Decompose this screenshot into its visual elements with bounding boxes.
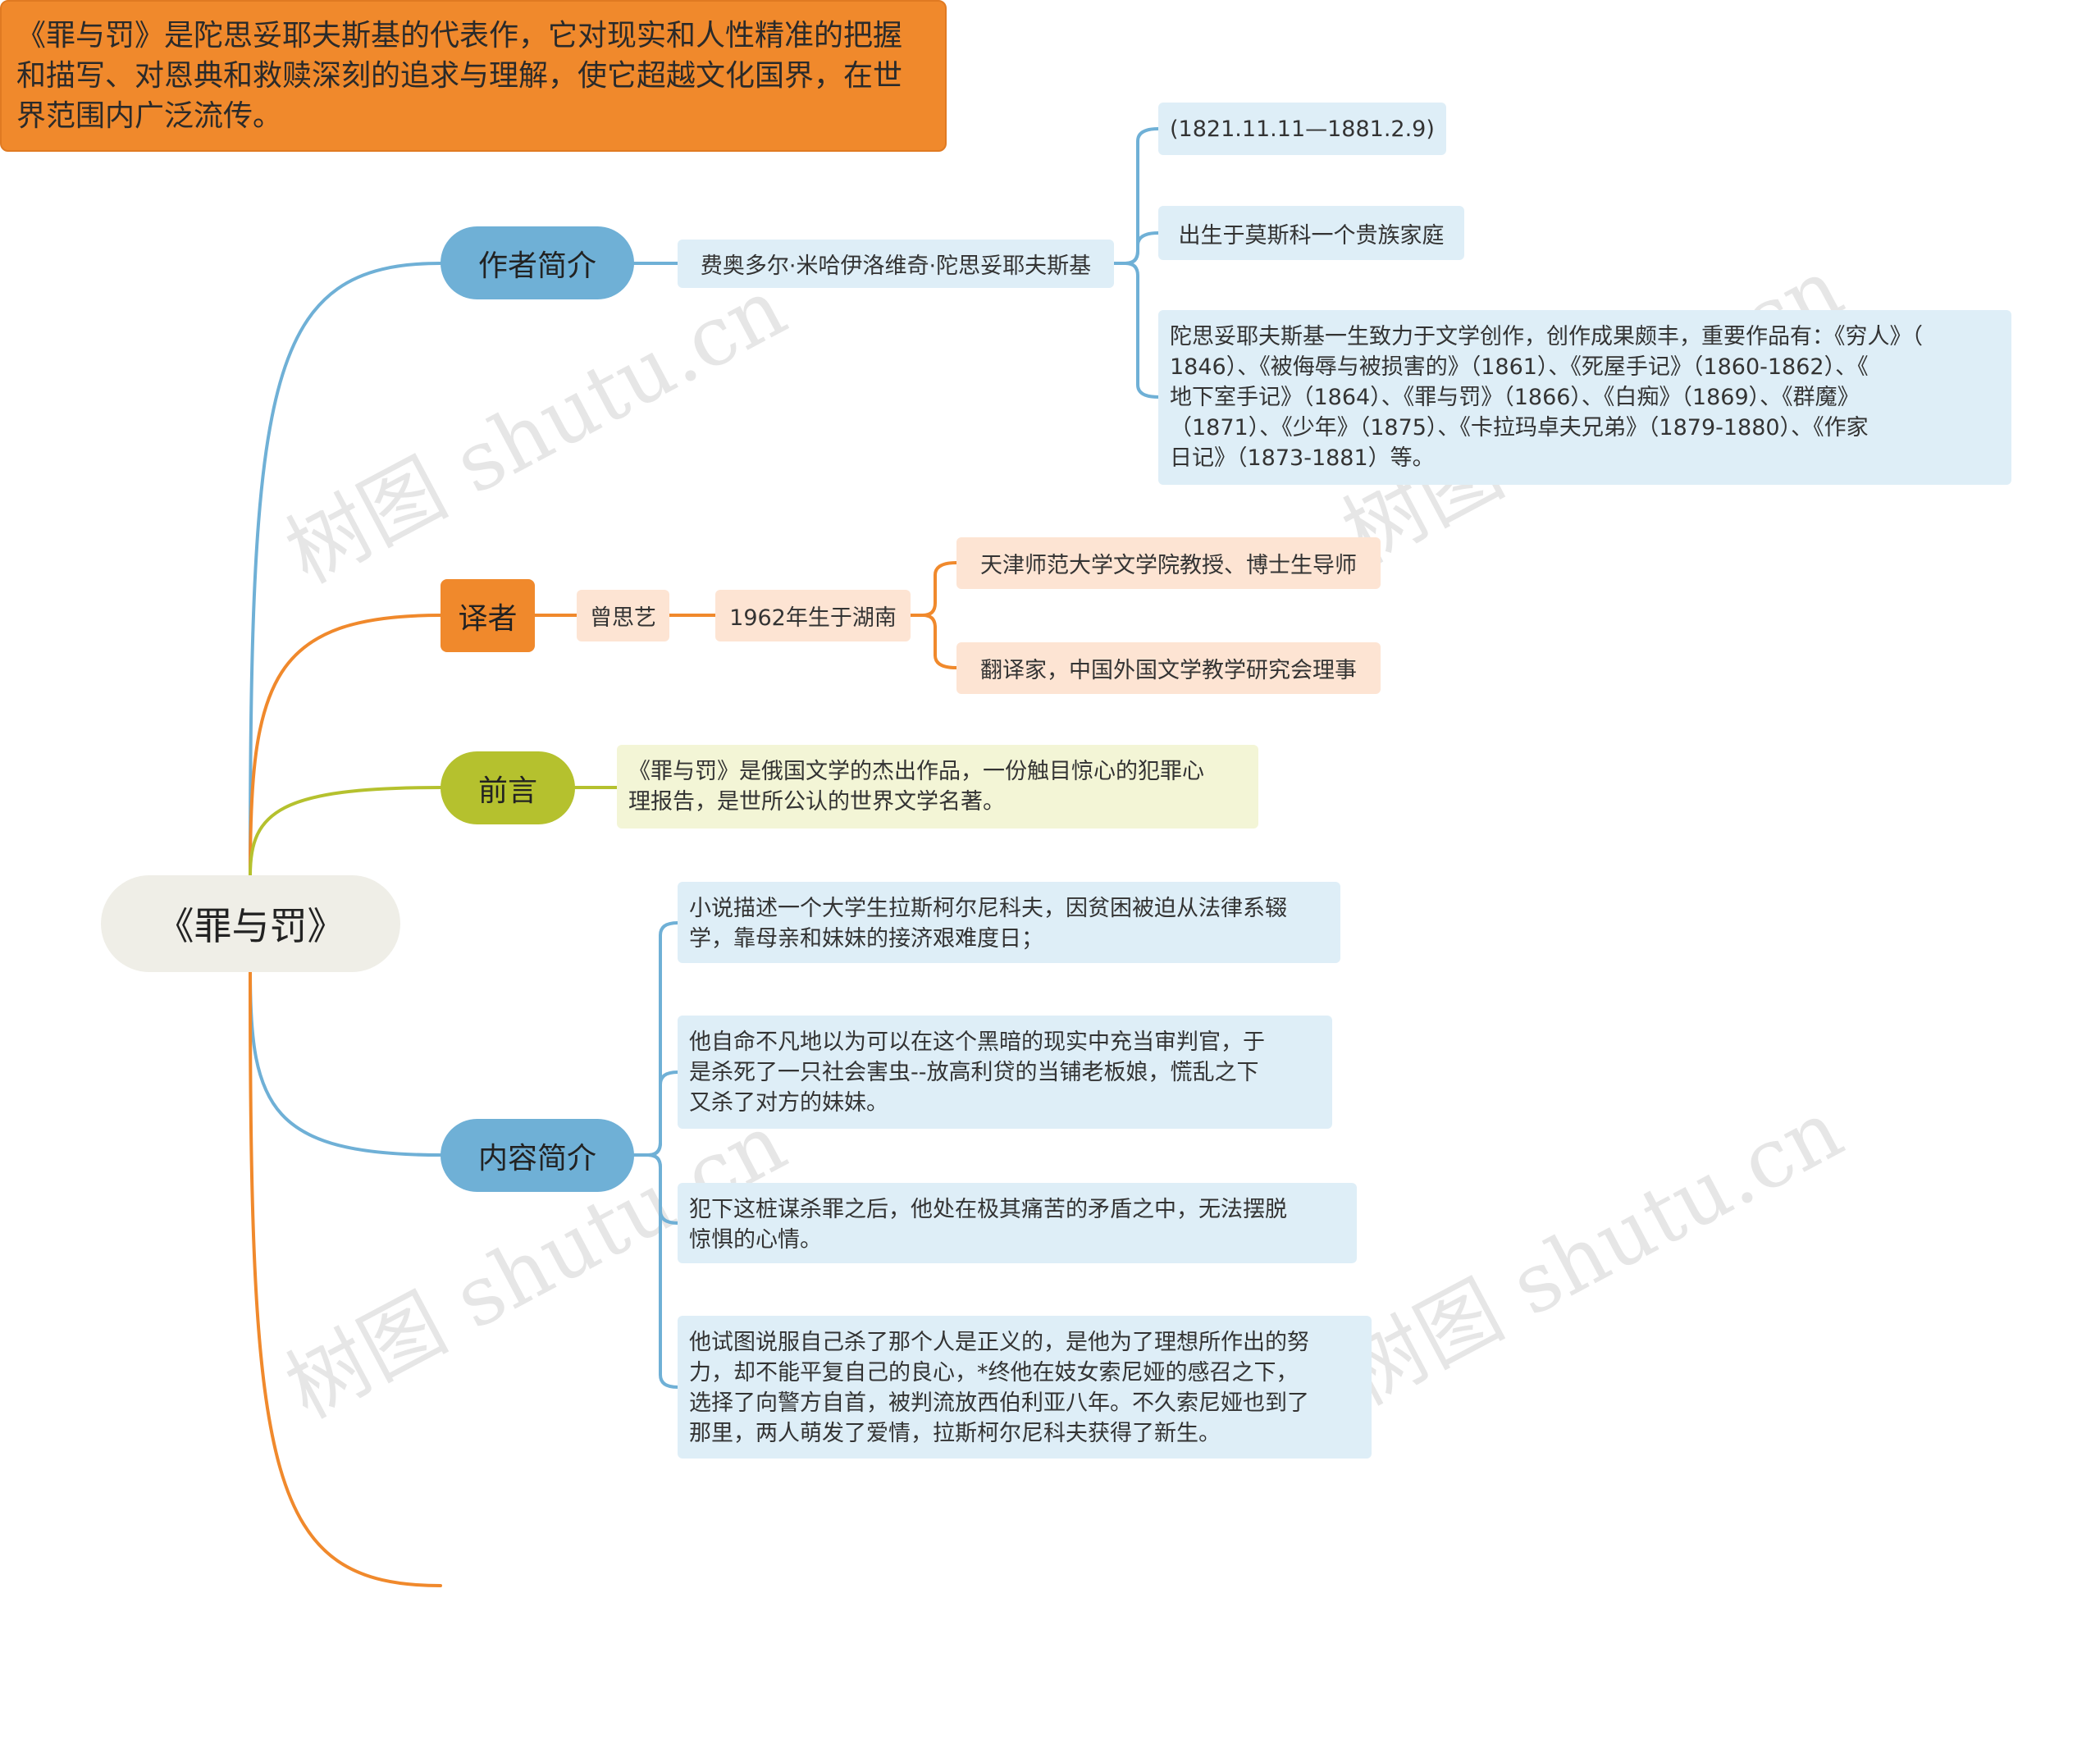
preface-line: 《罪与罚》是俄国文学的杰出作品，一份触目惊心的犯罪心 bbox=[628, 759, 1204, 784]
branch-synopsis: 内容简介 bbox=[441, 1119, 634, 1192]
author-dates-label: (1821.11.11—1881.2.9) bbox=[1170, 116, 1435, 142]
branch-translator-label: 译者 bbox=[458, 601, 518, 636]
branch-preface-label: 前言 bbox=[477, 774, 537, 808]
author-works-line: （1871）、《少年》（1875）、《卡拉玛卓夫兄弟》（1879-1880）、《… bbox=[1170, 415, 1869, 441]
translator-name-label: 曾思艺 bbox=[590, 605, 656, 631]
author-birthplace-node: 出生于莫斯科一个贵族家庭 bbox=[1158, 206, 1464, 260]
translator-role-node: 翻译家，中国外国文学教学研究会理事 bbox=[956, 642, 1381, 694]
connector-synopsis-2 bbox=[646, 1071, 679, 1157]
translator-born-label: 1962年生于湖南 bbox=[729, 605, 897, 631]
synopsis-line: 犯下这桩谋杀罪之后，他处在极其痛苦的矛盾之中，无法摆脱 bbox=[689, 1197, 1287, 1222]
author-works-line: 日记》（1873-1881）等。 bbox=[1170, 445, 1435, 471]
author-works-line: 陀思妥耶夫斯基一生致力于文学创作，创作成果颇丰，重要作品有：《穷人》（ bbox=[1170, 324, 1923, 349]
summary-line: 和描写、对恩典和救赎深刻的追求与理解，使它超越文化国界，在世 bbox=[16, 59, 903, 93]
summary-line: 《罪与罚》是陀思妥耶夫斯基的代表作，它对现实和人性精准的把握 bbox=[16, 19, 903, 52]
translator-professor-label: 天津师范大学文学院教授、博士生导师 bbox=[980, 553, 1357, 578]
translator-professor-node: 天津师范大学文学院教授、博士生导师 bbox=[956, 537, 1381, 589]
synopsis-line: 他自命不凡地以为可以在这个黑暗的现实中充当审判官，于 bbox=[689, 1029, 1265, 1055]
author-works-line: 1846）、《被侮辱与被损害的》（1861）、《死屋手记》（1860-1862）… bbox=[1170, 354, 1869, 380]
connector-root-translator bbox=[249, 614, 442, 877]
connector-root-synopsis bbox=[249, 970, 442, 1157]
synopsis-line: 是杀死了一只社会害虫--放高利贷的当铺老板娘，慌乱之下 bbox=[689, 1060, 1259, 1085]
summary-line: 界范围内广泛流传。 bbox=[16, 99, 283, 133]
synopsis-line: 又杀了对方的妹妹。 bbox=[689, 1090, 888, 1116]
branch-author-intro: 作者简介 bbox=[441, 226, 634, 299]
connector-root-summary bbox=[249, 970, 442, 1587]
synopsis-item: 他自命不凡地以为可以在这个黑暗的现实中充当审判官，于 是杀死了一只社会害虫--放… bbox=[678, 1016, 1332, 1129]
branch-author-intro-label: 作者简介 bbox=[477, 249, 596, 283]
synopsis-line: 力，却不能平复自己的良心，*终他在妓女索尼娅的感召之下， bbox=[689, 1360, 1299, 1386]
connector-synopsis-1 bbox=[605, 921, 679, 1157]
connector-name-works bbox=[1124, 262, 1160, 399]
synopsis-line: 他试图说服自己杀了那个人是正义的，是他为了理想所作出的努 bbox=[689, 1330, 1309, 1355]
author-works-line: 地下室手记》（1864）、《罪与罚》（1866）、《白痴》（1869）、《群魔》 bbox=[1170, 385, 1860, 410]
branch-preface: 前言 bbox=[441, 751, 575, 824]
preface-text-node: 《罪与罚》是俄国文学的杰出作品，一份触目惊心的犯罪心 理报告，是世所公认的世界文… bbox=[617, 745, 1258, 829]
author-works-node: 陀思妥耶夫斯基一生致力于文学创作，创作成果颇丰，重要作品有：《穷人》（ 1846… bbox=[1158, 310, 2011, 485]
root-node: 《罪与罚》 bbox=[101, 875, 400, 972]
synopsis-item: 小说描述一个大学生拉斯柯尔尼科夫，因贫困被迫从法律系辍 学，靠母亲和妹妹的接济艰… bbox=[678, 882, 1340, 963]
synopsis-line: 那里，两人萌发了爱情，拉斯柯尔尼科夫获得了新生。 bbox=[689, 1421, 1221, 1446]
translator-born-node: 1962年生于湖南 bbox=[715, 590, 911, 641]
synopsis-item: 他试图说服自己杀了那个人是正义的，是他为了理想所作出的努 力，却不能平复自己的良… bbox=[678, 1316, 1372, 1459]
connector-synopsis-3 bbox=[646, 1153, 679, 1225]
connector-root-author bbox=[249, 262, 442, 877]
synopsis-item: 犯下这桩谋杀罪之后，他处在极其痛苦的矛盾之中，无法摆脱 惊惧的心情。 bbox=[678, 1183, 1357, 1263]
synopsis-line: 惊惧的心情。 bbox=[689, 1227, 822, 1253]
author-dates-node: (1821.11.11—1881.2.9) bbox=[1158, 103, 1446, 155]
connector-synopsis-4 bbox=[646, 1153, 679, 1389]
translator-role-label: 翻译家，中国外国文学教学研究会理事 bbox=[980, 658, 1357, 683]
connector-born-translator-role bbox=[921, 614, 958, 669]
connector-name-birthplace bbox=[1124, 231, 1160, 265]
author-name-label: 费奥多尔·米哈伊洛维奇·陀思妥耶夫斯基 bbox=[700, 253, 1092, 279]
connector-root-preface bbox=[249, 786, 442, 877]
branch-synopsis-label: 内容简介 bbox=[477, 1141, 596, 1176]
translator-name-node: 曾思艺 bbox=[577, 590, 669, 641]
synopsis-line: 学，靠母亲和妹妹的接济艰难度日； bbox=[689, 926, 1043, 952]
synopsis-line: 选择了向警方自首，被判流放西伯利亚八年。不久索尼娅也到了 bbox=[689, 1390, 1309, 1416]
branch-translator: 译者 bbox=[441, 579, 535, 652]
synopsis-line: 小说描述一个大学生拉斯柯尔尼科夫，因贫困被迫从法律系辍 bbox=[689, 896, 1287, 921]
preface-line: 理报告，是世所公认的世界文学名著。 bbox=[628, 789, 1005, 815]
summary-node: 《罪与罚》是陀思妥耶夫斯基的代表作，它对现实和人性精准的把握 和描写、对恩典和救… bbox=[0, 0, 947, 152]
author-name-node: 费奥多尔·米哈伊洛维奇·陀思妥耶夫斯基 bbox=[678, 240, 1114, 288]
root-label: 《罪与罚》 bbox=[156, 904, 345, 948]
author-birthplace-label: 出生于莫斯科一个贵族家庭 bbox=[1178, 222, 1445, 249]
